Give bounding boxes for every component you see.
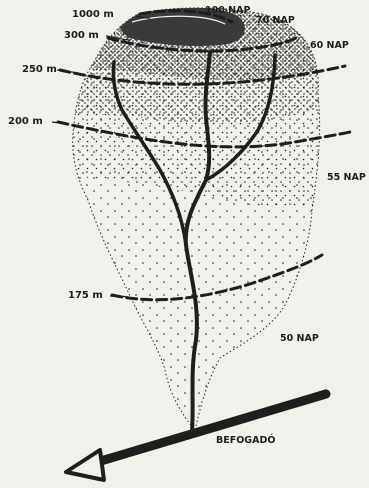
elevation-label-300m: 300 m bbox=[64, 31, 99, 41]
days-label-100: 100 NAP bbox=[205, 6, 250, 16]
elevation-label-200m: 200 m bbox=[8, 117, 43, 127]
vegetation-zones bbox=[60, 0, 340, 440]
outlet-label: BEFOGADÓ bbox=[216, 436, 275, 446]
days-label-55: 55 NAP bbox=[327, 173, 366, 183]
elevation-label-1000m: 1000 m bbox=[72, 10, 114, 20]
days-label-50: 50 NAP bbox=[280, 334, 319, 344]
elevation-label-175m: 175 m bbox=[68, 291, 103, 301]
elevation-label-250m: 250 m bbox=[22, 65, 57, 75]
days-label-70: 70 NAP bbox=[256, 16, 295, 26]
days-label-60: 60 NAP bbox=[310, 41, 349, 51]
